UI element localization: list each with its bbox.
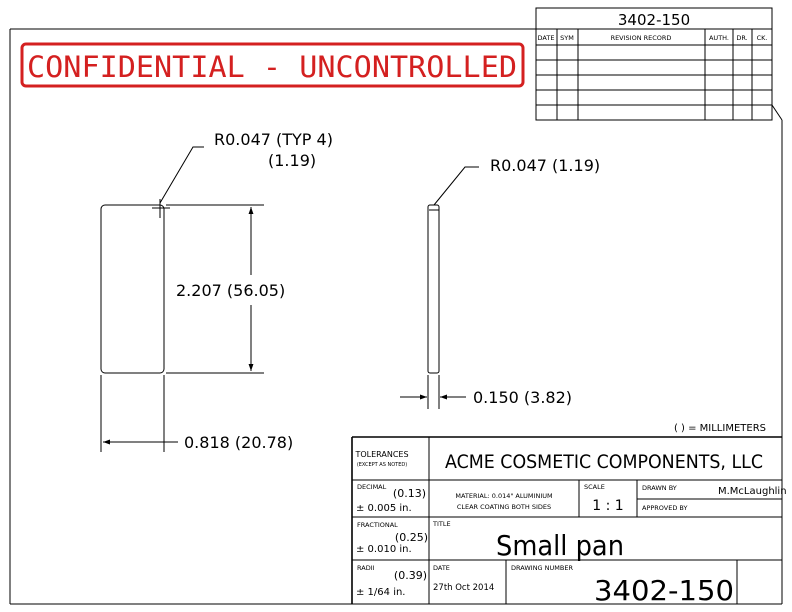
side-view-outline [427, 204, 440, 374]
decimal-in: ± 0.005 in. [356, 503, 412, 514]
rev-header-ck: CK. [757, 34, 768, 42]
tolerances-sub: (EXCEPT AS NOTED) [357, 462, 407, 468]
thickness-label: 0.150 (3.82) [473, 388, 572, 407]
radius-typ-leader [159, 146, 204, 204]
radii-label: RADII [357, 564, 375, 572]
front-view-outline [100, 204, 165, 374]
radius-side-leader [433, 166, 479, 206]
title-value: Small pan [496, 529, 624, 562]
title-label: TITLE [432, 520, 451, 528]
fractional-mm: (0.25) [395, 531, 428, 544]
radii-in: ± 1/64 in. [356, 587, 406, 598]
height-dim-label: 2.207 (56.05) [176, 281, 285, 300]
drawing-number-label: DRAWING NUMBER [511, 564, 573, 572]
revision-table: DATE SYM REVISION RECORD AUTH. DR. CK. [535, 28, 783, 121]
rev-header-auth: AUTH. [709, 34, 729, 42]
radius-typ-label: R0.047 (TYP 4) [214, 130, 333, 149]
company-name: ACME COSMETIC COMPONENTS, LLC [445, 451, 763, 473]
drawn-by-value: M.McLaughlin [718, 486, 787, 497]
confidential-stamp: CONFIDENTIAL - UNCONTROLLED [20, 42, 525, 88]
material-line2: CLEAR COATING BOTH SIDES [457, 503, 551, 511]
fractional-label: FRACTIONAL [357, 521, 398, 529]
decimal-mm: (0.13) [393, 487, 426, 500]
approved-by-label: APPROVED BY [642, 504, 688, 512]
rev-header-date: DATE [538, 34, 555, 42]
title-block: TOLERANCES (EXCEPT AS NOTED) ACME COSMET… [351, 436, 787, 607]
date-value: 27th Oct 2014 [433, 583, 494, 593]
header-number: 3402-150 [618, 11, 690, 29]
scale-label: SCALE [584, 483, 605, 491]
material-line1: MATERIAL: 0.014" ALUMINIUM [455, 492, 552, 500]
drawing-number-value: 3402-150 [594, 574, 734, 607]
date-label: DATE [433, 564, 450, 572]
rev-header-sym: SYM [560, 34, 574, 42]
drawn-by-label: DRAWN BY [642, 484, 677, 492]
width-dim-label: 0.818 (20.78) [184, 433, 293, 452]
units-note: ( ) = MILLIMETERS [674, 423, 766, 434]
scale-value: 1 : 1 [592, 498, 623, 514]
radii-mm: (0.39) [394, 569, 427, 582]
rev-header-dr: DR. [736, 34, 747, 42]
radius-side-label: R0.047 (1.19) [490, 156, 600, 175]
confidential-stamp-text: CONFIDENTIAL - UNCONTROLLED [27, 50, 517, 84]
radius-typ-mm-label: (1.19) [268, 151, 316, 170]
fractional-in: ± 0.010 in. [356, 544, 412, 555]
decimal-label: DECIMAL [357, 483, 387, 491]
rev-header-record: REVISION RECORD [611, 34, 672, 42]
header-number-box: 3402-150 [535, 7, 773, 30]
tolerances-label: TOLERANCES [354, 450, 408, 459]
